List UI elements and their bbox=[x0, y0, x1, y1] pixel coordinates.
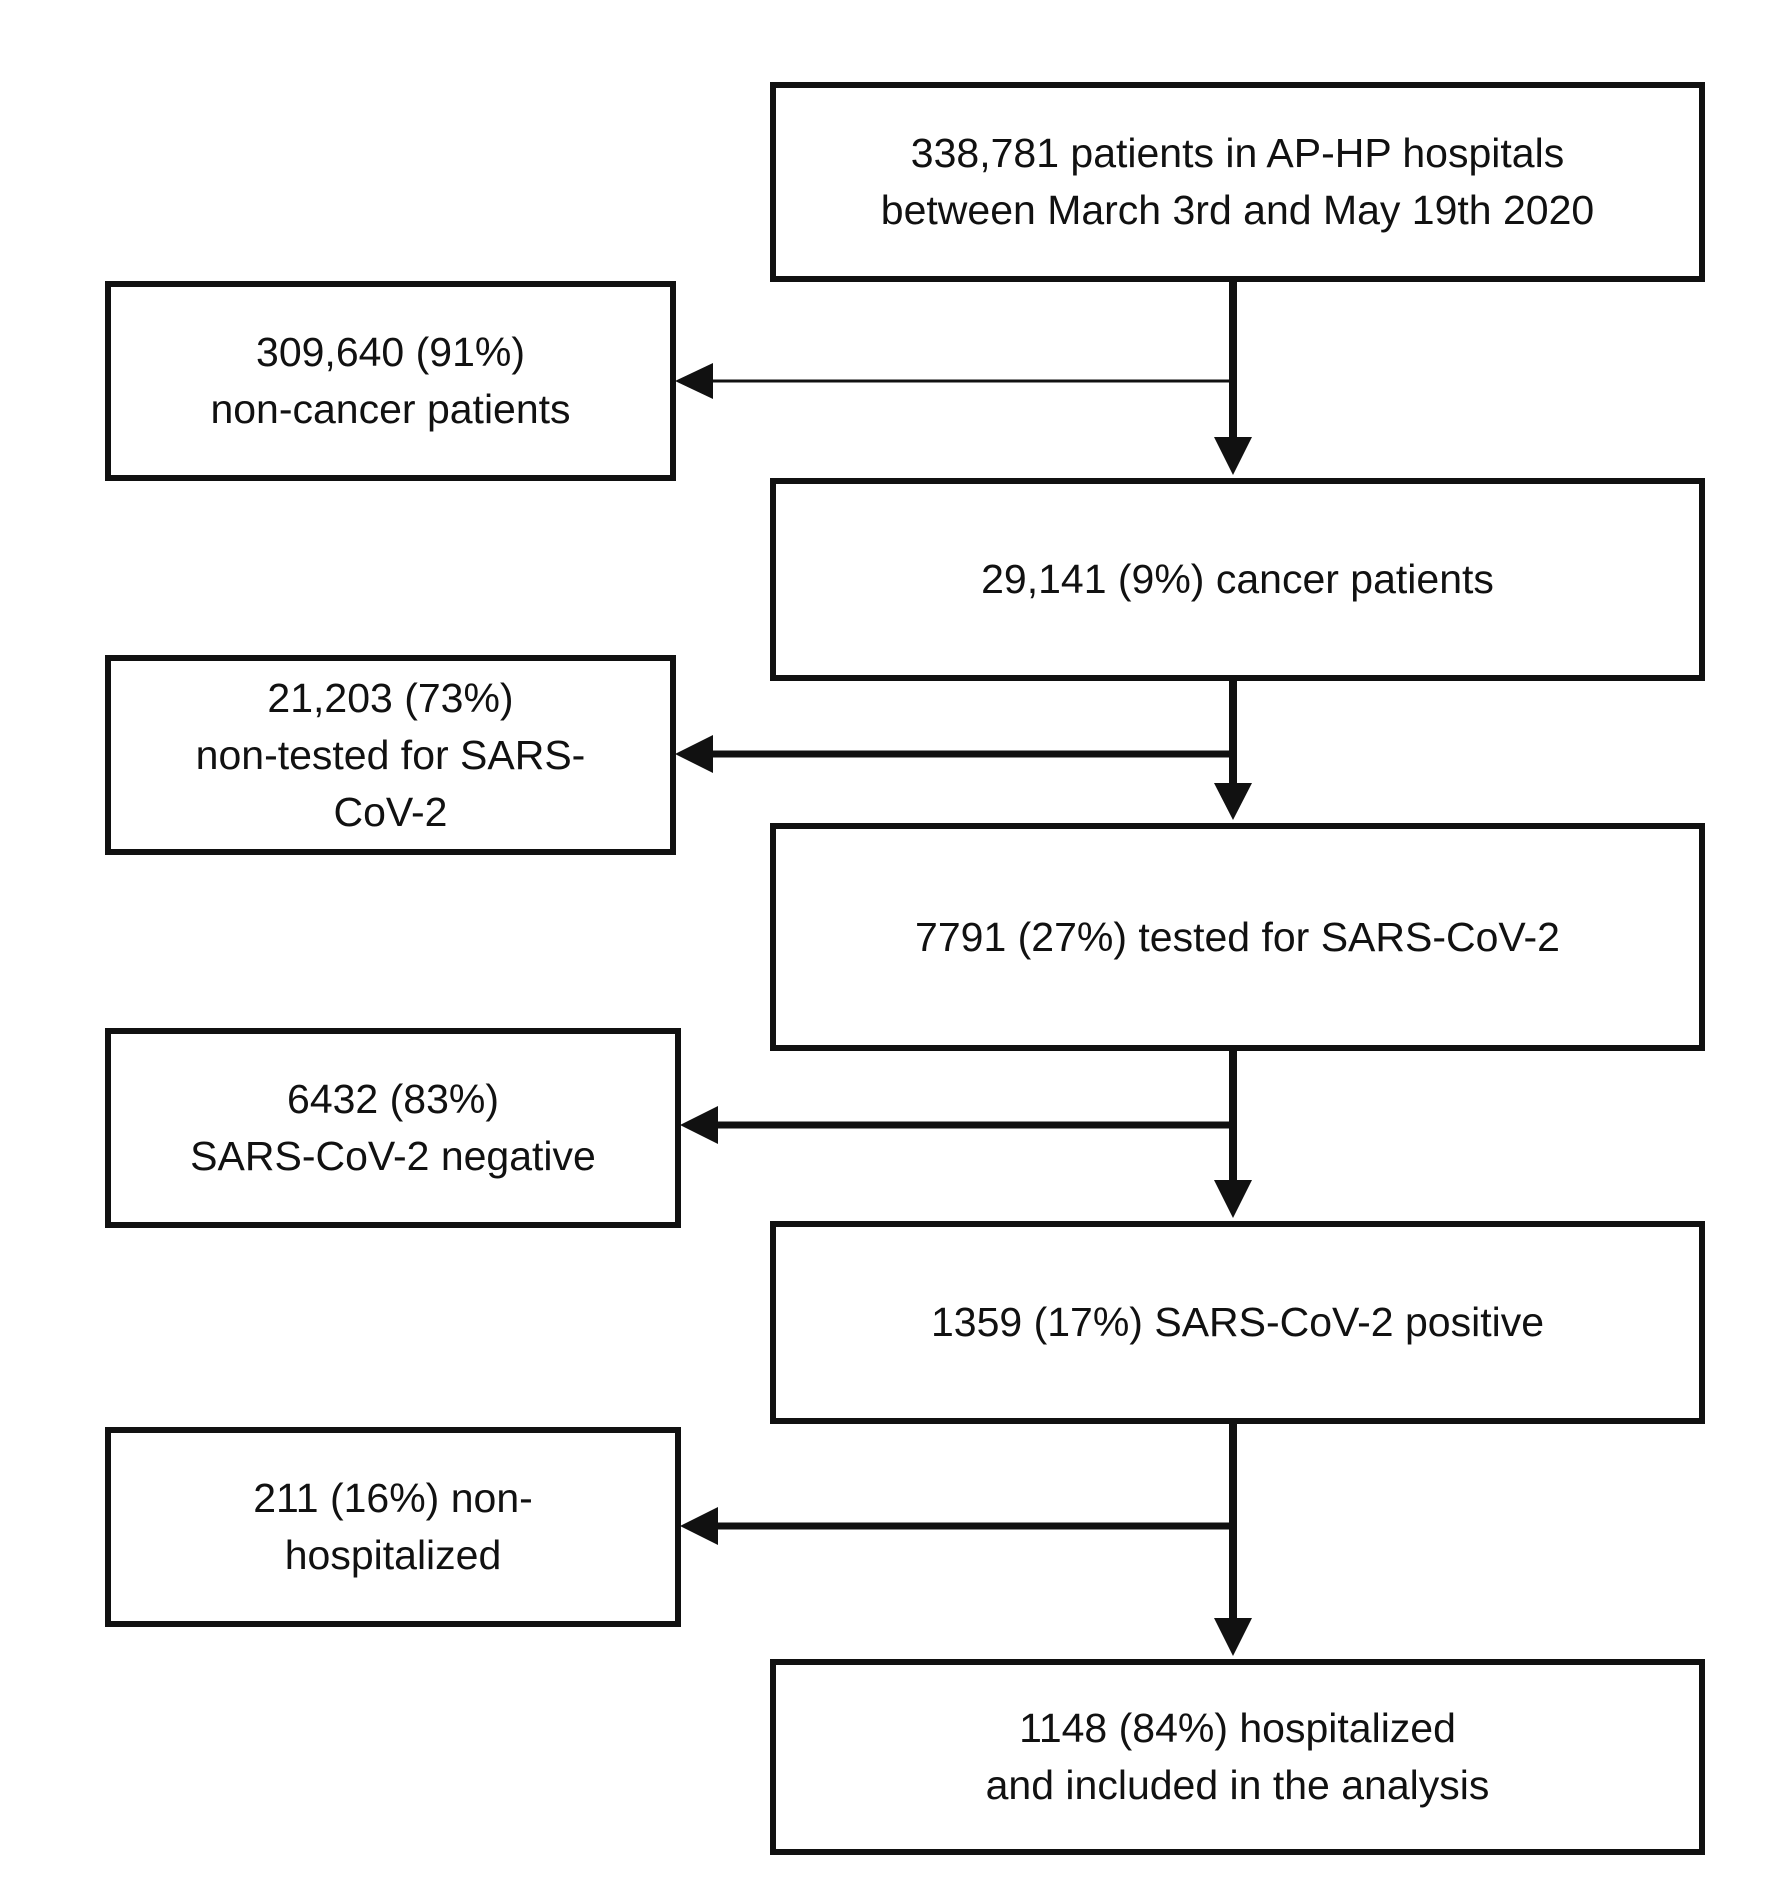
arrowhead-down-2 bbox=[1214, 783, 1252, 820]
arrowhead-down-1 bbox=[1214, 437, 1252, 475]
arrowhead-down-4 bbox=[1214, 1618, 1252, 1656]
arrowhead-left-1 bbox=[675, 363, 713, 399]
box-cancer: 29,141 (9%) cancer patients bbox=[770, 478, 1705, 681]
box-positive: 1359 (17%) SARS-CoV-2 positive bbox=[770, 1221, 1705, 1424]
box-all-patients: 338,781 patients in AP-HP hospitals betw… bbox=[770, 82, 1705, 282]
box-hospitalized: 1148 (84%) hospitalized and included in … bbox=[770, 1659, 1705, 1855]
box-line: SARS-CoV-2 negative bbox=[190, 1133, 596, 1179]
box-line: 6432 (83%) bbox=[287, 1076, 499, 1122]
box-line: 21,203 (73%) bbox=[267, 674, 514, 721]
box-line: non-tested for SARS- bbox=[195, 731, 586, 778]
box-non-tested: 21,203 (73%) non-tested for SARS- CoV-2 bbox=[105, 655, 676, 855]
box-line: CoV-2 bbox=[333, 788, 448, 835]
box-line: 7791 (27%) tested for SARS-CoV-2 bbox=[915, 913, 1560, 960]
box-line: 309,640 (91%) bbox=[256, 329, 525, 375]
box-negative: 6432 (83%) SARS-CoV-2 negative bbox=[105, 1028, 681, 1228]
box-line: 1148 (84%) hospitalized bbox=[1019, 1705, 1456, 1751]
box-line: 1359 (17%) SARS-CoV-2 positive bbox=[930, 1299, 1545, 1345]
box-line: 338,781 patients in AP-HP hospitals bbox=[910, 130, 1565, 176]
box-line: between March 3rd and May 19th 2020 bbox=[880, 187, 1595, 233]
box-non-hospitalized: 211 (16%) non- hospitalized bbox=[105, 1427, 681, 1627]
box-tested: 7791 (27%) tested for SARS-CoV-2 bbox=[770, 823, 1705, 1051]
box-line: 211 (16%) non- bbox=[253, 1475, 533, 1521]
box-line: non-cancer patients bbox=[210, 386, 571, 432]
arrowhead-left-2 bbox=[675, 735, 713, 773]
box-line: 29,141 (9%) cancer patients bbox=[981, 556, 1494, 602]
arrowhead-left-3 bbox=[680, 1106, 718, 1144]
box-line: hospitalized bbox=[284, 1532, 502, 1578]
box-line: and included in the analysis bbox=[985, 1762, 1490, 1808]
arrowhead-down-3 bbox=[1214, 1180, 1252, 1218]
arrowhead-left-4 bbox=[680, 1507, 718, 1545]
box-non-cancer: 309,640 (91%) non-cancer patients bbox=[105, 281, 676, 481]
